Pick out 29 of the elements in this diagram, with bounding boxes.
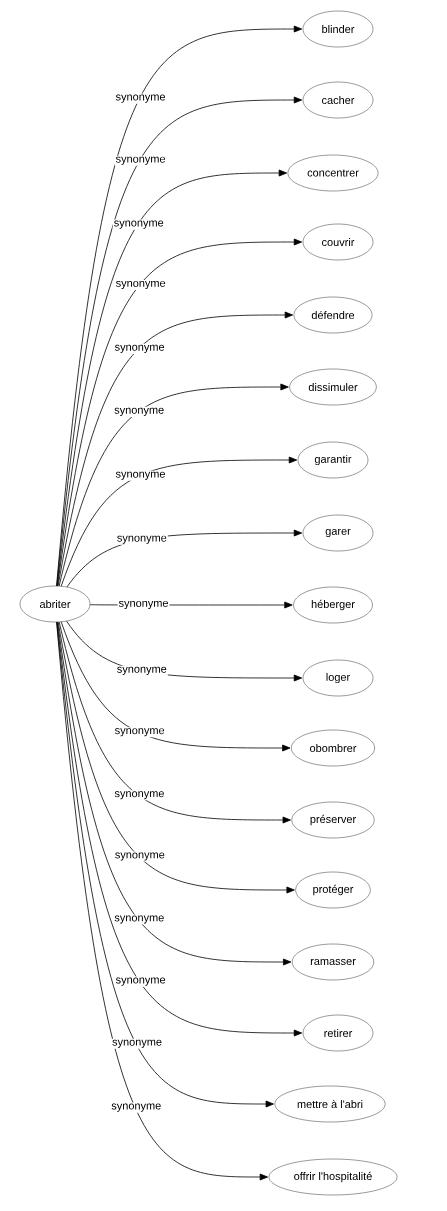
edge-label: synonyme: [113, 790, 166, 801]
edge-label: synonyme: [114, 93, 167, 104]
edge-label: synonyme: [110, 1102, 163, 1113]
arrow: [56, 621, 303, 1037]
edge-label: synonyme: [114, 155, 167, 166]
arrow: [60, 456, 298, 587]
arrow: [57, 238, 303, 587]
arrow: [58, 621, 291, 824]
edge-label: synonyme: [113, 914, 166, 925]
edge-label: synonyme: [114, 976, 167, 987]
arrow: [60, 621, 291, 752]
edge-label: synonyme: [112, 219, 165, 230]
arrow: [56, 621, 274, 1108]
arrow: [57, 621, 292, 966]
arrow: [57, 621, 295, 894]
edge-label: synonyme: [111, 1038, 164, 1049]
arrow: [58, 383, 289, 587]
arrow: [57, 311, 293, 587]
edge-label: synonyme: [115, 534, 168, 545]
edge-label: synonyme: [115, 665, 168, 676]
edge-label: synonyme: [113, 406, 166, 417]
edge-label: synonyme: [117, 599, 170, 611]
arrow: [56, 621, 268, 1181]
edge-label: synonyme: [114, 470, 167, 481]
edge-label: synonyme: [114, 279, 167, 291]
edge-label: synonyme: [113, 343, 166, 354]
edge-label: synonyme: [113, 727, 166, 738]
arrow: [56, 169, 287, 587]
edge-label: synonyme: [113, 851, 166, 862]
